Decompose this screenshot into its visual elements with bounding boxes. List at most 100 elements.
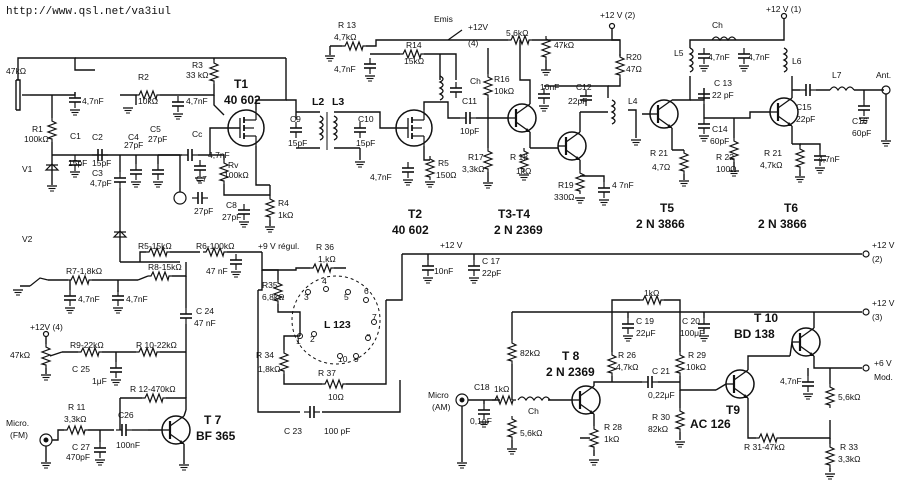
mod-r1k2: 1kΩ	[494, 384, 509, 394]
c23-label: C 23	[284, 426, 302, 436]
r3-value: 33 kΩ	[186, 70, 208, 80]
rail-12v-4-left: +12V (4)	[30, 322, 63, 332]
c26-label: C26	[118, 410, 134, 420]
c7-value: 27pF	[194, 206, 213, 216]
t34-type: 2 N 2369	[494, 223, 543, 237]
c-top-label: 4,7nF	[82, 96, 104, 106]
micro-am-label: Micro	[428, 390, 449, 400]
rail-12v-top: +12 V	[440, 240, 463, 250]
l3-label: L3	[332, 96, 344, 108]
rv-label: Rv	[228, 160, 239, 170]
c17-value: 22pF	[482, 268, 501, 278]
t5-type: 2 N 3866	[636, 217, 685, 231]
source-url: http://www.qsl.net/va3iul	[6, 6, 172, 18]
r37-value: 10Ω	[328, 392, 344, 402]
r16-label: R16	[494, 74, 510, 84]
r31-label: R 31-47kΩ	[744, 442, 785, 452]
oscillator-block: 47kΩ 4,7nF R1 100kΩ V1 C1 15pF C2 15pF C…	[6, 57, 299, 278]
r21a-value: 4,7Ω	[652, 162, 670, 172]
t6-type: 2 N 3866	[758, 217, 807, 231]
rail-9v: +9 V régul.	[258, 241, 299, 251]
r4-value: 1kΩ	[278, 210, 293, 220]
v1-label: V1	[22, 164, 33, 174]
c18-value: 0,1μF	[470, 416, 492, 426]
r21a-label: R 21	[650, 148, 668, 158]
c20-value: 100μF	[680, 328, 704, 338]
r11-label: R 11	[68, 402, 86, 412]
mod-r82: 82kΩ	[520, 348, 540, 358]
c23-value: 100 pF	[324, 426, 350, 436]
r14-label: R14	[406, 40, 422, 50]
fm-mic-block: R7-1,8kΩ 4,7nF R8-15kΩ 4,7nF C 24 47 nF …	[6, 262, 236, 471]
cc-label: Cc	[192, 129, 203, 139]
c-r2-label: 4,7nF	[186, 96, 208, 106]
t8-type: 2 N 2369	[546, 365, 595, 379]
t9-label: T9	[726, 403, 740, 417]
c12-value: 22pF	[568, 96, 587, 106]
t1-label: T1	[234, 77, 248, 91]
ant-label: Ant.	[876, 70, 891, 80]
r22-value: 100Ω	[716, 164, 737, 174]
pin-4: 4	[322, 276, 327, 286]
r18-value: 1kΩ	[516, 166, 531, 176]
rail-12v-2-line: +12 V +12 V (2) 10nF C 17 22pF	[386, 240, 895, 301]
r36-label: R 36	[316, 242, 334, 252]
c9-label: C9	[290, 114, 301, 124]
micro-fm-label: Micro.	[6, 418, 29, 428]
mod-r56b: 5,6kΩ	[838, 392, 860, 402]
t2-label: T2	[408, 207, 422, 221]
c17-label: C 17	[482, 256, 500, 266]
rail-12v-4-n: (4)	[468, 38, 479, 48]
r5-label: R5-15kΩ	[138, 241, 172, 251]
r29-value: 10kΩ	[686, 362, 706, 372]
r20-value: 47Ω	[626, 64, 642, 74]
r20-label: R20	[626, 52, 642, 62]
pin-3: 3	[304, 292, 309, 302]
mod-ch: Ch	[528, 406, 539, 416]
c4-value: 27pF	[124, 140, 143, 150]
micro-fm-label2: (FM)	[10, 430, 28, 440]
t5-label: T5	[660, 201, 674, 215]
r10-label: R 10-22kΩ	[136, 340, 177, 350]
c27-label: C 27	[72, 442, 90, 452]
t10-label: T 10	[754, 311, 778, 325]
r33-label: R 33	[840, 442, 858, 452]
t2-type: 40 602	[392, 223, 429, 237]
rail-12v-1: +12 V (1)	[766, 4, 801, 14]
c11-label: C11	[462, 96, 477, 106]
t7-label: T 7	[204, 413, 222, 427]
r33-value: 3,3kΩ	[838, 454, 860, 464]
r19-value: 330Ω	[554, 192, 575, 202]
r37-label: R 37	[318, 368, 336, 378]
r17-label: R17	[468, 152, 484, 162]
r26-label: R 26	[618, 350, 636, 360]
r17-value: 3,3kΩ	[462, 164, 484, 174]
r28-value: 1kΩ	[604, 434, 619, 444]
c7-label: C7	[196, 174, 207, 184]
pa-ch-label: Ch	[712, 20, 723, 30]
mod-c47: 4,7nF	[780, 376, 802, 386]
r21b-label: R 21	[764, 148, 782, 158]
c27-value: 470pF	[66, 452, 90, 462]
vco-c10nf: 10nF	[434, 266, 453, 276]
ch-label: Ch	[470, 76, 481, 86]
r29-label: R 29	[688, 350, 706, 360]
c2-label: C2	[92, 132, 103, 142]
am-modulator-block: +12 V (3) 1kΩ C 19 22μF C 20 100μF 82kΩ …	[428, 288, 895, 480]
l6-label: L6	[792, 56, 802, 66]
t10-type: BD 138	[734, 327, 775, 341]
r9-label: R9-22kΩ	[70, 340, 104, 350]
c19-value: 22μF	[636, 328, 656, 338]
v2-label: V2	[22, 234, 33, 244]
c15-label: C15	[796, 102, 812, 112]
c24-label: C 24	[196, 306, 214, 316]
c5-value: 27pF	[148, 134, 167, 144]
r6-label: R6-100kΩ	[196, 241, 234, 251]
r1-label: R1	[32, 124, 43, 134]
c13-value: 22 pF	[712, 90, 734, 100]
c14-value: 60pF	[710, 136, 729, 146]
c1-value: 15pF	[68, 158, 87, 168]
r22-label: R 22	[716, 152, 734, 162]
r1-value: 100kΩ	[24, 134, 49, 144]
r4-label: R4	[278, 198, 289, 208]
